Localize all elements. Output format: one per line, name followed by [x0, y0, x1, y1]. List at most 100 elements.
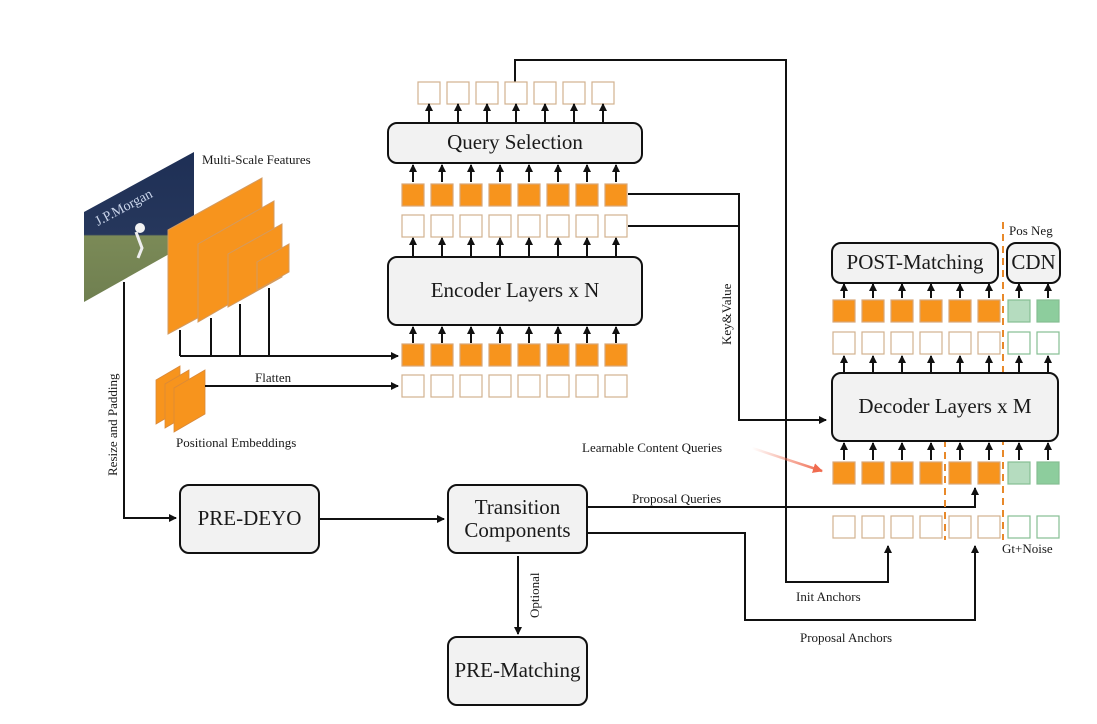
encoder-output-feature-token — [459, 183, 483, 207]
decoder-output-query-token — [948, 299, 972, 323]
positional-embeddings-label: Positional Embeddings — [176, 435, 297, 450]
decoder-input-query-token — [948, 461, 972, 485]
transition-label-line2: Components — [464, 518, 571, 542]
decoder-label: Decoder Layers x M — [858, 394, 1032, 419]
resize-and-padding-label: Resize and Padding — [105, 373, 120, 476]
encoder-input-positional-token — [430, 374, 454, 398]
pre-deyo-label: PRE-DEYO — [197, 506, 302, 531]
decoder-input-anchor-token — [977, 515, 1001, 539]
encoder-output-feature-token — [430, 183, 454, 207]
pre-matching-label: PRE-Matching — [454, 658, 581, 683]
decoder-output-anchor-token — [890, 331, 914, 355]
encoder-input-positional-token — [604, 374, 628, 398]
decoder-output-anchor-token — [919, 331, 943, 355]
encoder-output-feature-token — [604, 183, 628, 207]
decoder-output-anchor-token-cdn — [1036, 331, 1060, 355]
feature-pyramid — [167, 177, 290, 335]
pyramid-connectors — [179, 288, 399, 360]
encoder-input-positional-token — [517, 374, 541, 398]
encoder-input-positional-token — [459, 374, 483, 398]
positional-embeddings-icon — [155, 365, 206, 433]
decoder-block[interactable]: Decoder Layers x M — [831, 372, 1059, 442]
pre-deyo-block[interactable]: PRE-DEYO — [179, 484, 320, 554]
decoder-output-query-token — [832, 299, 856, 323]
proposal-anchors-label: Proposal Anchors — [800, 630, 893, 645]
query-selection-output-token — [562, 81, 586, 105]
optional-label: Optional — [527, 572, 542, 619]
gt-noise-label: Gt+Noise — [1002, 541, 1053, 556]
proposal-queries-label: Proposal Queries — [632, 491, 722, 506]
token-arrows — [409, 103, 1052, 460]
query-selection-output-token — [591, 81, 615, 105]
decoder-input-query-token — [861, 461, 885, 485]
decoder-input-query-token-cdn — [1036, 461, 1060, 485]
encoder-input-positional-token — [488, 374, 512, 398]
encoder-output-positional-token — [546, 214, 570, 238]
encoder-label: Encoder Layers x N — [430, 278, 600, 303]
flatten-label: Flatten — [255, 370, 292, 385]
decoder-output-anchor-token — [948, 331, 972, 355]
decoder-output-query-token — [861, 299, 885, 323]
encoder-input-feature-token — [401, 343, 425, 367]
query-selection-output-token — [475, 81, 499, 105]
decoder-output-query-token — [919, 299, 943, 323]
resize-padding-arrow — [123, 282, 177, 522]
decoder-input-anchor-token-cdn — [1036, 515, 1060, 539]
proposal-anchors-path — [586, 532, 979, 621]
encoder-input-feature-token — [575, 343, 599, 367]
decoder-input-query-token — [977, 461, 1001, 485]
learnable-content-queries-label: Learnable Content Queries — [582, 440, 723, 455]
transition-label-line1: Transition — [474, 494, 561, 519]
decoder-input-query-token-cdn — [1007, 461, 1031, 485]
decoder-input-anchor-token-cdn — [1007, 515, 1031, 539]
encoder-input-positional-token — [546, 374, 570, 398]
feature-map-level-3 — [227, 223, 283, 308]
decoder-input-anchor-token — [832, 515, 856, 539]
decoder-output-anchor-token — [832, 331, 856, 355]
pre-matching-block[interactable]: PRE-Matching — [447, 636, 588, 706]
encoder-output-positional-token — [488, 214, 512, 238]
proposal-queries-path — [586, 487, 979, 508]
encoder-output-feature-token — [488, 183, 512, 207]
transition-components-block[interactable]: Transition Components — [447, 484, 588, 554]
query-selection-output-token — [417, 81, 441, 105]
encoder-input-feature-token — [459, 343, 483, 367]
pos-neg-label: Pos Neg — [1009, 223, 1053, 238]
post-matching-label: POST-Matching — [846, 250, 984, 275]
post-matching-block[interactable]: POST-Matching — [831, 242, 999, 284]
feature-map-level-4 — [256, 243, 290, 291]
decoder-input-anchor-token — [890, 515, 914, 539]
query-selection-block[interactable]: Query Selection — [387, 122, 643, 164]
decoder-output-query-token-cdn — [1036, 299, 1060, 323]
encoder-output-feature-token — [401, 183, 425, 207]
encoder-output-positional-token — [575, 214, 599, 238]
cdn-block[interactable]: CDN — [1006, 242, 1061, 284]
decoder-output-anchor-token — [861, 331, 885, 355]
encoder-input-feature-token — [517, 343, 541, 367]
decoder-input-query-token — [832, 461, 856, 485]
learnable-queries-pointer — [751, 446, 823, 473]
encoder-input-positional-token — [401, 374, 425, 398]
encoder-output-feature-token — [517, 183, 541, 207]
decoder-output-anchor-token — [977, 331, 1001, 355]
encoder-input-feature-token — [430, 343, 454, 367]
query-selection-output-token — [504, 81, 528, 105]
query-selection-label: Query Selection — [447, 130, 583, 155]
encoder-output-feature-token — [575, 183, 599, 207]
decoder-input-anchor-token — [919, 515, 943, 539]
encoder-input-feature-token — [604, 343, 628, 367]
cdn-label: CDN — [1011, 250, 1056, 275]
query-selection-output-token — [533, 81, 557, 105]
encoder-output-positional-token — [430, 214, 454, 238]
key-value-label: Key&Value — [719, 283, 734, 345]
encoder-output-positional-token — [401, 214, 425, 238]
encoder-block[interactable]: Encoder Layers x N — [387, 256, 643, 326]
encoder-output-positional-token — [459, 214, 483, 238]
encoder-output-feature-token — [546, 183, 570, 207]
init-anchors-label: Init Anchors — [796, 589, 861, 604]
decoder-output-query-token — [890, 299, 914, 323]
decoder-input-anchor-token — [948, 515, 972, 539]
encoder-input-positional-token — [575, 374, 599, 398]
decoder-input-query-token — [919, 461, 943, 485]
